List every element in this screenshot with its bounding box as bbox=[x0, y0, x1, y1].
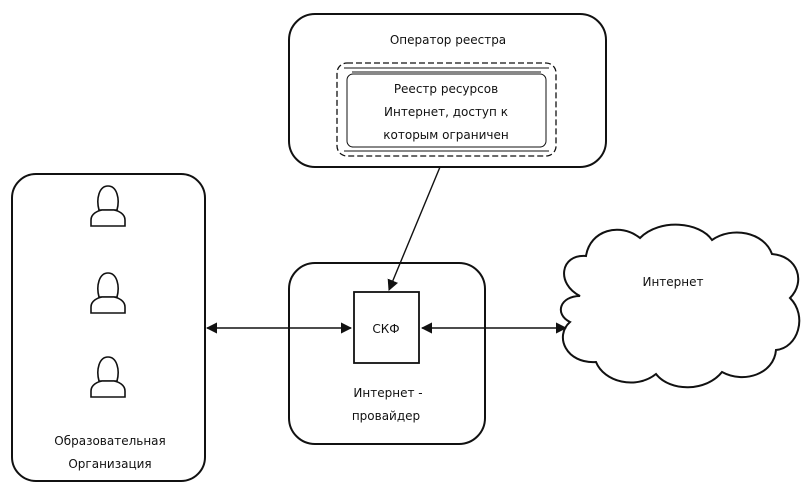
filter-box bbox=[353, 291, 420, 364]
registry-line-1: Реестр ресурсов bbox=[394, 82, 498, 96]
user-icon bbox=[90, 272, 126, 314]
registry-database-icon bbox=[336, 62, 557, 157]
provider-label-line-2: провайдер bbox=[352, 409, 420, 423]
registry-operator-box: Оператор реестра Реестр ресурсов Интерне… bbox=[288, 13, 607, 168]
provider-label-line-1: Интернет - bbox=[353, 386, 422, 400]
registry-line-3: которым ограничен bbox=[383, 128, 508, 142]
organization-label-line-2: Организация bbox=[68, 457, 151, 471]
provider-box: СКФ Интернет - провайдер bbox=[288, 262, 486, 445]
registry-operator-title: Оператор реестра bbox=[390, 33, 506, 47]
user-icon bbox=[90, 356, 126, 398]
organization-box: Образовательная Организация bbox=[11, 173, 206, 482]
organization-label-line-1: Образовательная bbox=[54, 434, 166, 448]
internet-cloud-icon: Интернет bbox=[559, 223, 801, 389]
registry-line-2: Интернет, доступ к bbox=[384, 105, 508, 119]
internet-label: Интернет bbox=[642, 275, 703, 289]
filter-label: СКФ bbox=[372, 322, 399, 336]
user-icon bbox=[90, 185, 126, 227]
registry-to-filter-arrow bbox=[387, 166, 441, 292]
